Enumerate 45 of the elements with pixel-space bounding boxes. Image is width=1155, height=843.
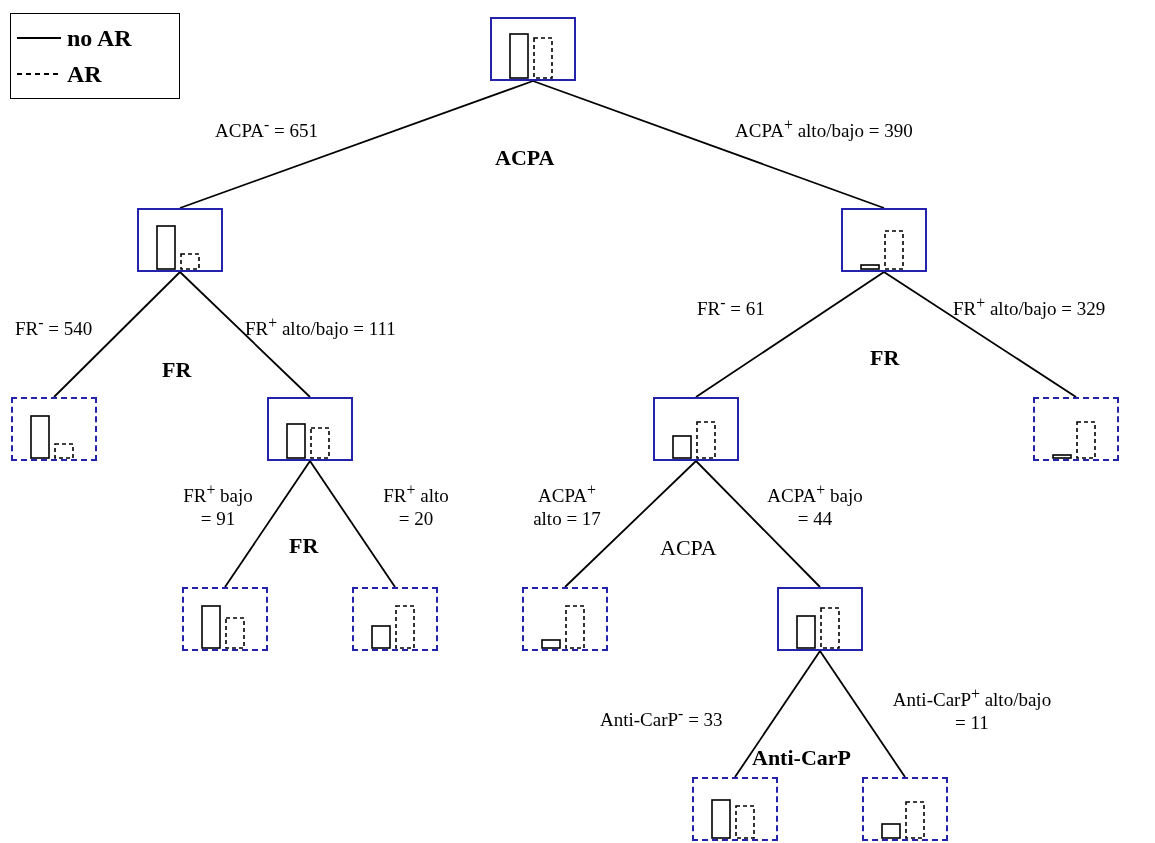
edge-label: FR$^{+}$ bajo = 91 [182,480,254,531]
legend-text: no AR [67,24,132,52]
leaf-node-box [692,777,778,841]
leaf-node-box [352,587,438,651]
tree-branch-line [179,271,311,398]
split-node-box [653,397,739,461]
split-variable-label: FR [289,533,319,559]
split-variable-label: FR [870,345,900,371]
tree-branch-line [883,271,1077,398]
edge-label: FR$^{+}$ alto = 20 [382,480,450,531]
edge-label: ACPA$^{+}$ alto/bajo = 390 [735,115,913,143]
tree-branch-line [695,271,885,398]
leaf-node-box [1033,397,1119,461]
edge-label: FR$^{+}$ alto/bajo = 329 [953,293,1106,321]
edge-label: FR$^{-}$ = 540 [15,313,93,341]
split-variable-label: ACPA [660,535,717,561]
tree-branch-line [53,271,181,398]
split-variable-label: Anti-CarP [752,745,851,771]
leaf-node-box [522,587,608,651]
tree-branch-line [695,460,821,588]
edge-label: Anti-CarP$^{+}$ alto/bajo = 11 [892,684,1052,735]
split-node-box [841,208,927,272]
legend-text: AR [67,60,102,88]
edge-label: ACPA$^{+}$ bajo = 44 [766,480,864,531]
tree-branch-line [734,650,821,778]
edge-label: ACPA$^{+}$ alto = 17 [532,480,602,531]
tree-branch-line [564,460,697,588]
split-node-box [267,397,353,461]
split-variable-label: ACPA [495,145,555,171]
edge-label: ACPA$^{-}$ = 651 [215,115,318,143]
tree-branch-line [819,650,906,778]
split-node-box [490,17,576,81]
tree-branch-line [179,80,534,209]
split-node-box [137,208,223,272]
leaf-node-box [862,777,948,841]
edge-label: FR$^{-}$ = 61 [697,293,765,321]
tree-branch-line [532,80,885,209]
split-node-box [777,587,863,651]
leaf-node-box [182,587,268,651]
tree-branch-line [309,460,396,588]
edge-label: FR$^{+}$ alto/bajo = 111 [245,313,396,341]
leaf-node-box [11,397,97,461]
tree-branch-line [224,460,311,588]
edge-label: Anti-CarP$^{-}$ = 33 [600,704,723,732]
split-variable-label: FR [162,357,192,383]
